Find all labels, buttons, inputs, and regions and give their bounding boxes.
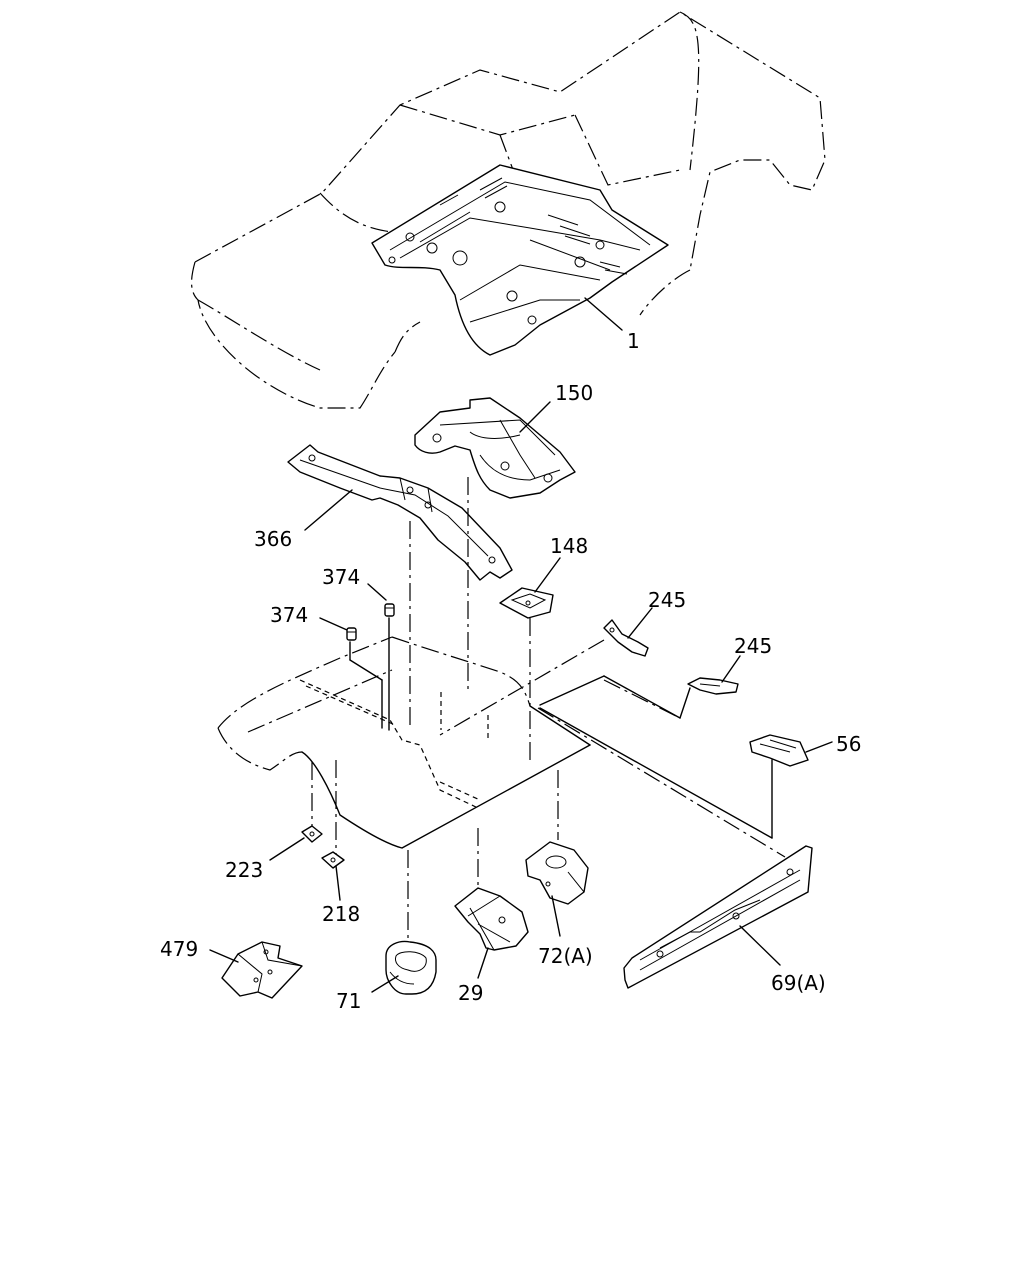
leader-part-1	[584, 297, 623, 331]
callout-245-b: 245	[734, 634, 772, 658]
clip-part-56	[749, 734, 809, 767]
lower-floor-outline	[217, 636, 591, 849]
bracket-part-29	[454, 887, 529, 951]
plate-part-148	[499, 587, 554, 619]
callout-29: 29	[458, 981, 483, 1005]
crossmember-part-366	[287, 444, 513, 581]
leader-part-69a	[739, 925, 781, 966]
callout-218: 218	[322, 902, 360, 926]
plate-part-223	[301, 825, 323, 843]
leader-part-245-b	[721, 655, 741, 683]
bracket-part-479	[221, 941, 303, 999]
mount-part-72a	[525, 841, 589, 905]
callout-72a: 72(A)	[538, 944, 593, 968]
leader-part-374-upper	[367, 583, 387, 601]
assembly-lines	[247, 477, 786, 942]
callout-223: 223	[225, 858, 263, 882]
leader-part-366	[304, 489, 353, 531]
plate-part-218	[321, 851, 345, 869]
leader-part-29	[477, 947, 489, 979]
callout-150: 150	[555, 381, 593, 405]
callout-69a: 69(A)	[771, 971, 826, 995]
leader-part-479	[209, 949, 239, 963]
leader-part-150	[519, 401, 551, 433]
floor-panel-part-1	[371, 164, 669, 356]
callout-148: 148	[550, 534, 588, 558]
bolt-part-374-upper	[384, 603, 395, 617]
callout-479: 479	[160, 937, 198, 961]
callout-374-upper: 374	[322, 565, 360, 589]
callout-366: 366	[254, 527, 292, 551]
leader-part-374-lower	[319, 617, 348, 631]
leader-part-245-a	[627, 607, 653, 639]
leader-part-218	[335, 865, 341, 901]
bracket-part-245-a	[603, 619, 649, 657]
callout-1: 1	[627, 329, 640, 353]
callout-71: 71	[336, 989, 361, 1013]
callout-245-a: 245	[648, 588, 686, 612]
leader-part-223	[269, 837, 305, 861]
leader-part-71	[371, 975, 399, 993]
callout-374-lower: 374	[270, 603, 308, 627]
support-part-71	[385, 940, 437, 995]
leader-part-56	[805, 741, 833, 753]
bolt-part-374-lower	[346, 627, 357, 641]
bracket-part-245-b	[687, 677, 739, 695]
callout-56: 56	[836, 732, 861, 756]
leader-part-72a	[551, 895, 561, 937]
side-rail-part-69a	[623, 845, 813, 989]
leader-part-148	[534, 557, 561, 593]
tunnel-panel-part-150	[414, 397, 576, 499]
